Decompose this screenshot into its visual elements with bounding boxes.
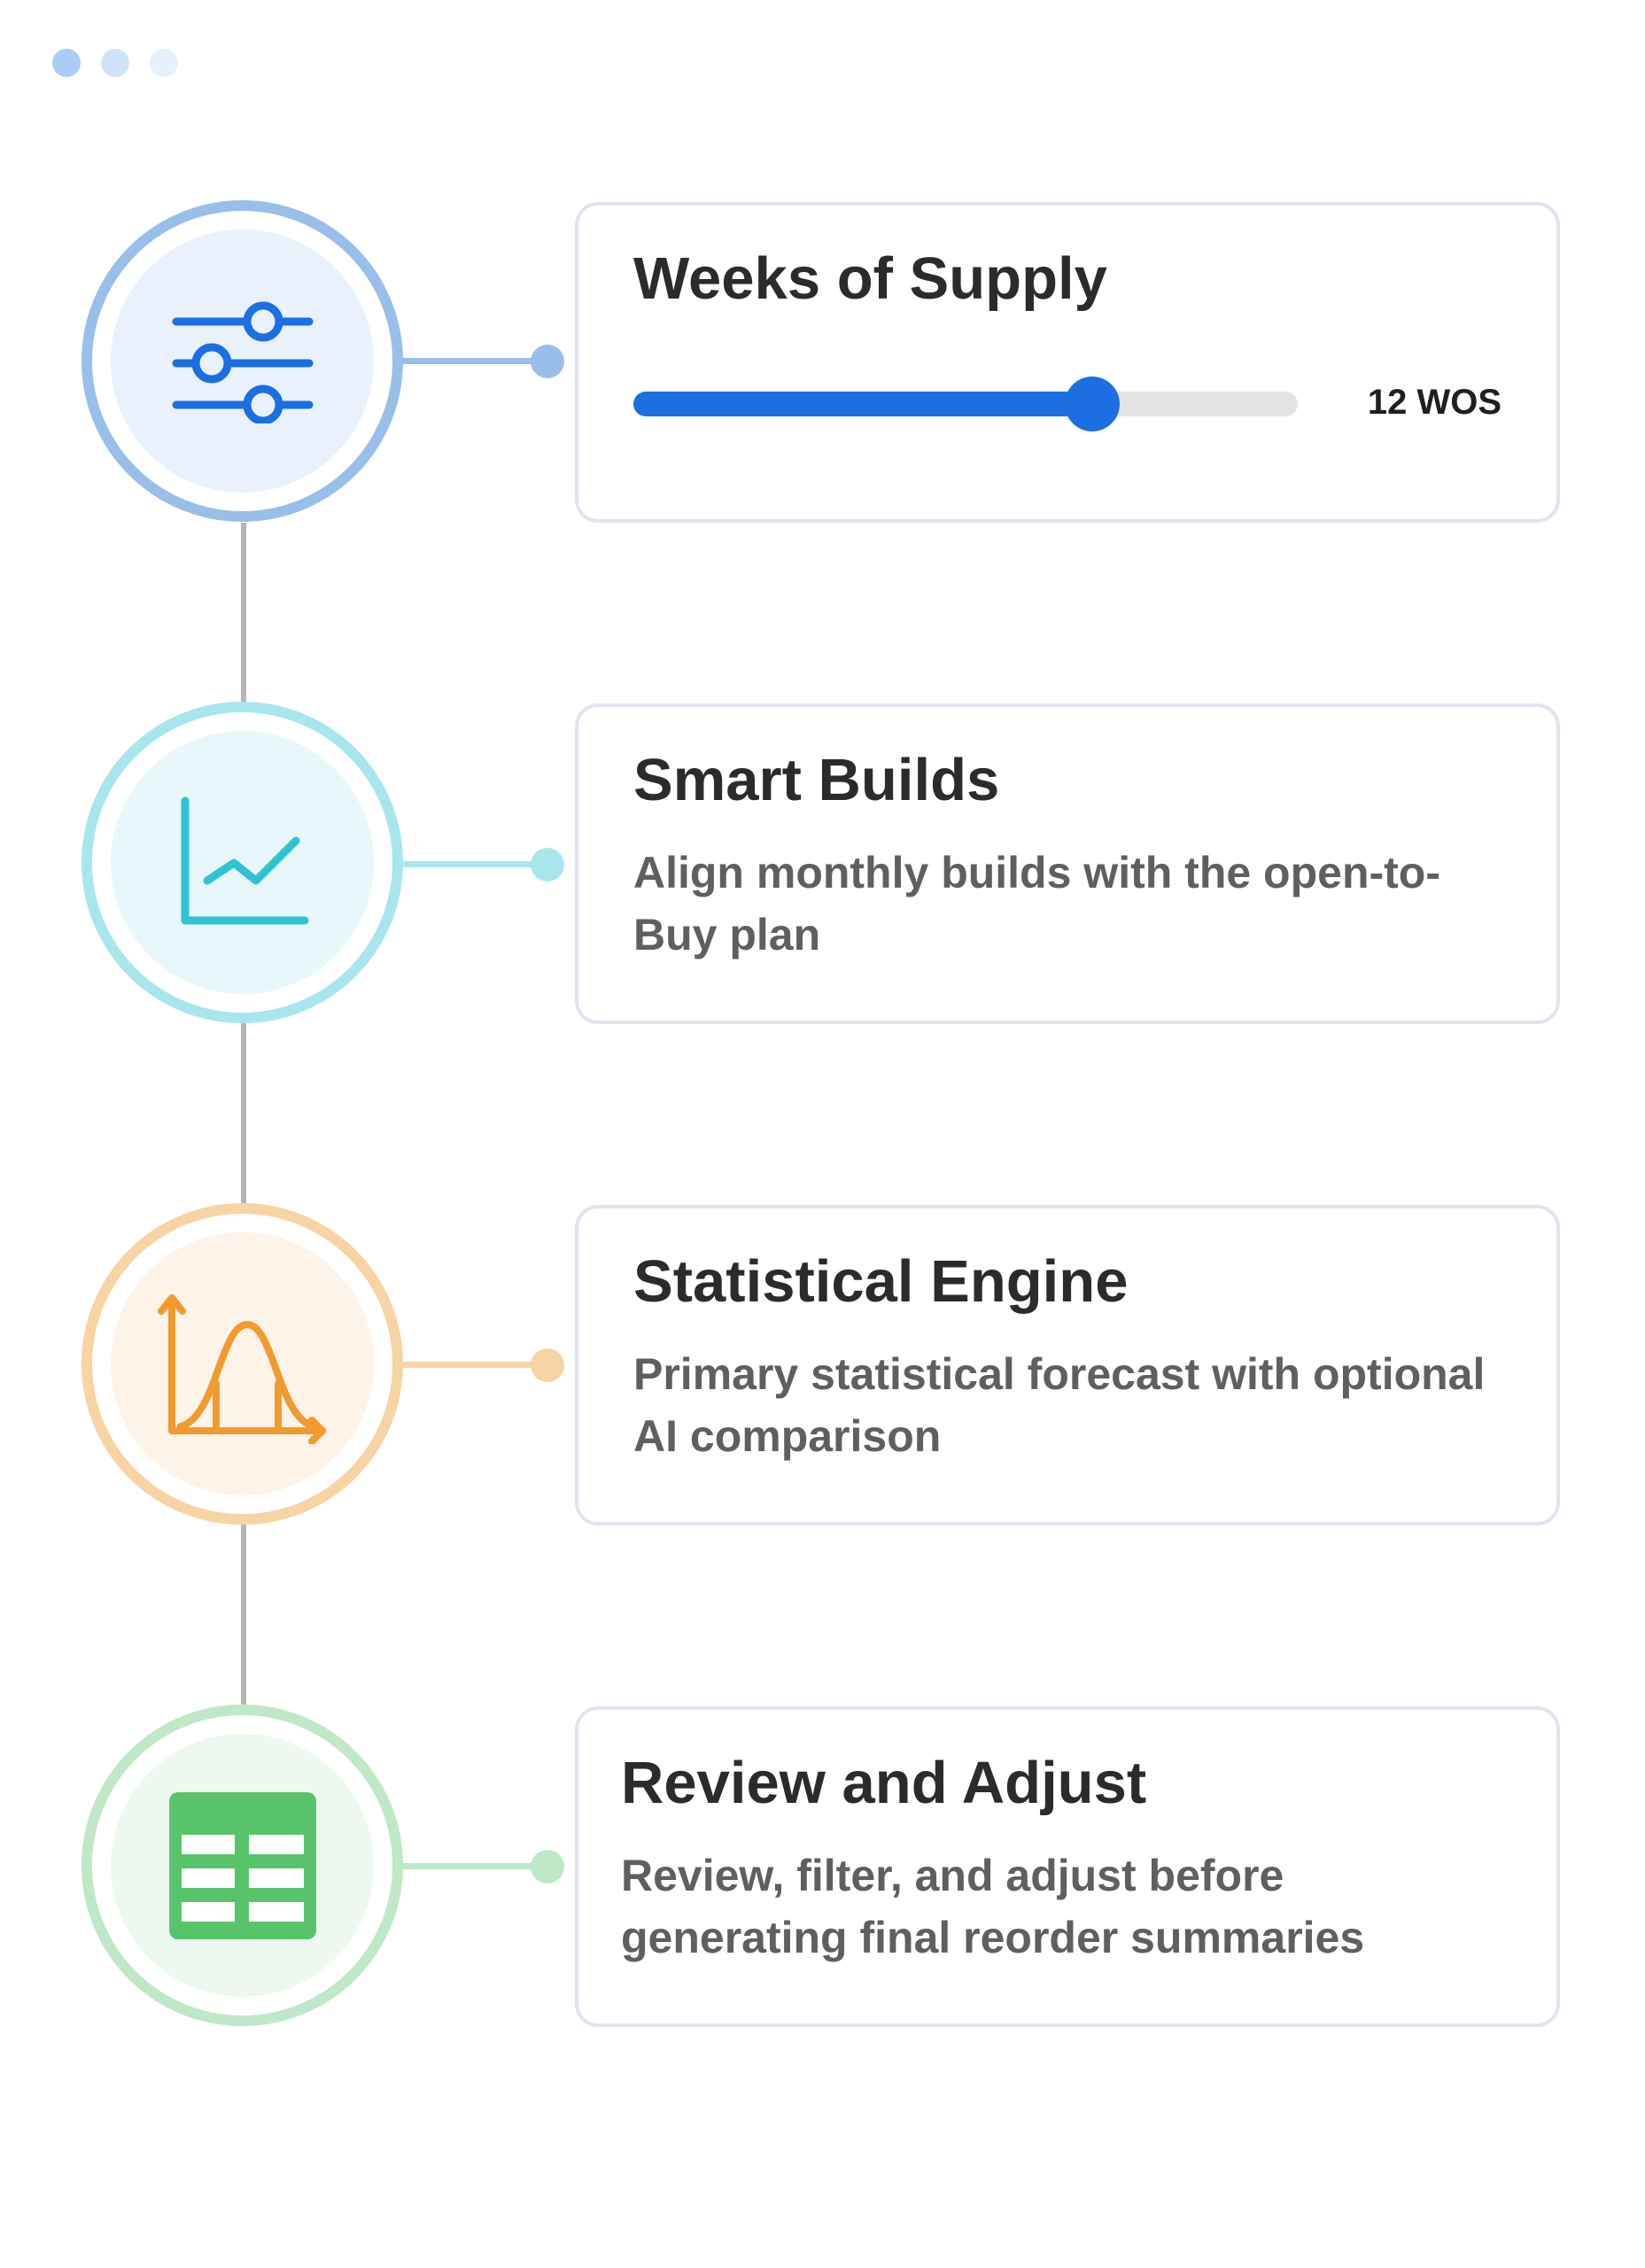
table-icon (168, 1791, 316, 1939)
step-icon-badge (81, 1203, 403, 1525)
card-description: Review, filter, and adjust before genera… (621, 1851, 1365, 1962)
window-controls (52, 49, 194, 77)
slider-fill (633, 392, 1092, 416)
step-icon-badge (81, 1705, 403, 2026)
statistical-engine-card: Statistical Engine Primary statistical f… (575, 1205, 1560, 1526)
line-chart-icon (181, 796, 308, 924)
connector-dot (531, 345, 564, 378)
review-and-adjust-card: Review and Adjust Review, filter, and ad… (575, 1706, 1560, 2027)
connector-dot (531, 1850, 564, 1884)
card-connector (403, 1348, 564, 1382)
window-dot[interactable] (101, 49, 129, 77)
card-title: Review and Adjust (621, 1750, 1147, 1816)
connector-dot (531, 848, 564, 882)
step-icon-badge (81, 702, 403, 1023)
card-description: Align monthly builds with the open-to-Bu… (633, 848, 1440, 959)
sliders-icon (172, 301, 313, 423)
connector-dot (531, 1348, 564, 1382)
smart-builds-card: Smart Builds Align monthly builds with t… (575, 703, 1560, 1024)
timeline-connector (241, 1524, 246, 1717)
card-title: Statistical Engine (633, 1248, 1129, 1315)
card-connector (403, 345, 564, 378)
slider-thumb[interactable] (1064, 377, 1120, 431)
step-icon-badge (81, 200, 403, 522)
card-title: Weeks of Supply (633, 245, 1107, 312)
weeks-of-supply-card: Weeks of Supply 12 WOS (575, 202, 1560, 523)
timeline-connector (241, 523, 246, 716)
slider-value-label: 12 WOS (1367, 383, 1501, 422)
timeline-connector (241, 1023, 246, 1216)
card-connector (403, 1850, 564, 1884)
weeks-of-supply-slider[interactable] (633, 377, 1298, 431)
bell-curve-icon (157, 1293, 326, 1444)
card-title: Smart Builds (633, 747, 1000, 813)
card-connector (403, 848, 564, 882)
window-dot[interactable] (150, 49, 178, 77)
window-dot[interactable] (52, 49, 81, 77)
card-description: Primary statistical forecast with option… (633, 1349, 1486, 1461)
